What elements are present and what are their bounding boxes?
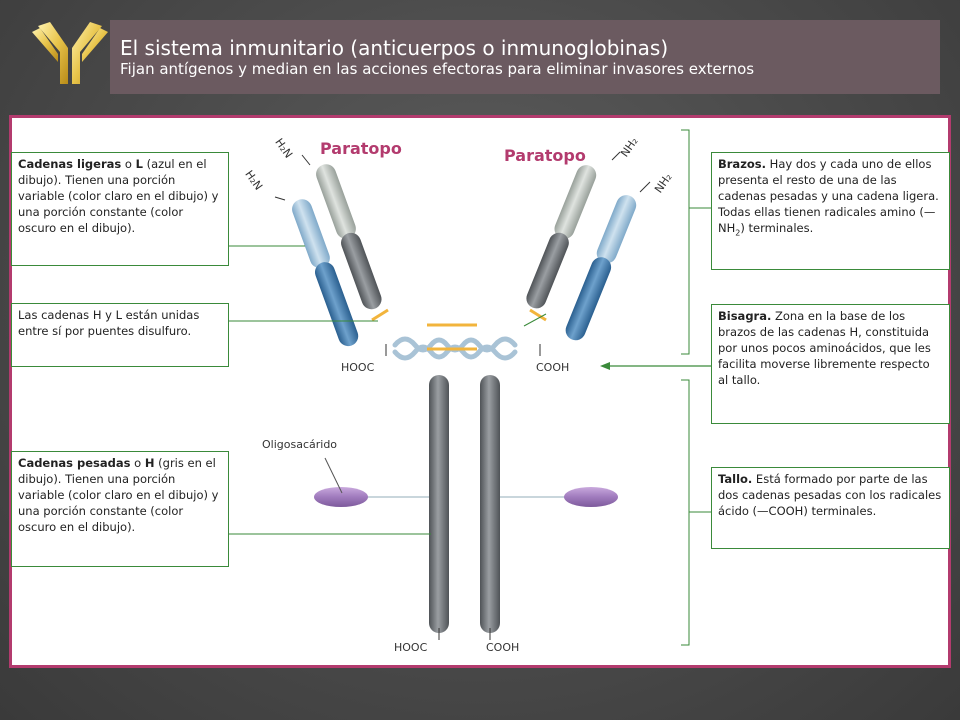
heavy-chains-box: Cadenas pesadas o H (gris en el dibujo).…: [11, 451, 229, 567]
light-chain-left: [292, 199, 359, 347]
light-chains-box: Cadenas ligeras o L (azul en el dibujo).…: [11, 152, 229, 266]
stem-box: Tallo. Está formado por parte de las dos…: [711, 467, 950, 549]
disulfide-box: Las cadenas H y L están unidas entre sí …: [11, 303, 229, 367]
oligosaccharide-label: Oligosacárido: [262, 438, 338, 451]
heavy-chain-stem-right: [480, 375, 500, 633]
paratopo-right-label: Paratopo: [504, 146, 586, 165]
heavy-chain-stem-left: [429, 375, 449, 633]
hooc-upper-label: HOOC: [341, 361, 375, 374]
antibody-y-icon: [32, 22, 108, 84]
hinge-box: Bisagra. Zona en la base de los brazos d…: [711, 304, 950, 424]
oligosaccharide-left: [314, 487, 368, 507]
heavy-chain-right-arm: [526, 165, 597, 309]
page-subtitle: Fijan antígenos y median en las acciones…: [120, 60, 755, 78]
heavy-chain-left-arm: [316, 164, 382, 310]
arms-box: Brazos. Hay dos y cada uno de ellos pres…: [711, 152, 950, 270]
cooh-upper-label: COOH: [536, 361, 570, 374]
oligosaccharide-right: [564, 487, 618, 507]
hooc-lower-label: HOOC: [394, 641, 428, 654]
cooh-lower-label: COOH: [486, 641, 520, 654]
page-title: El sistema inmunitario (anticuerpos o in…: [120, 36, 669, 60]
paratopo-left-label: Paratopo: [320, 139, 402, 158]
light-chain-right: [565, 195, 637, 341]
title-bar: El sistema inmunitario (anticuerpos o in…: [110, 20, 940, 94]
disulfide-bridges: [371, 308, 547, 351]
